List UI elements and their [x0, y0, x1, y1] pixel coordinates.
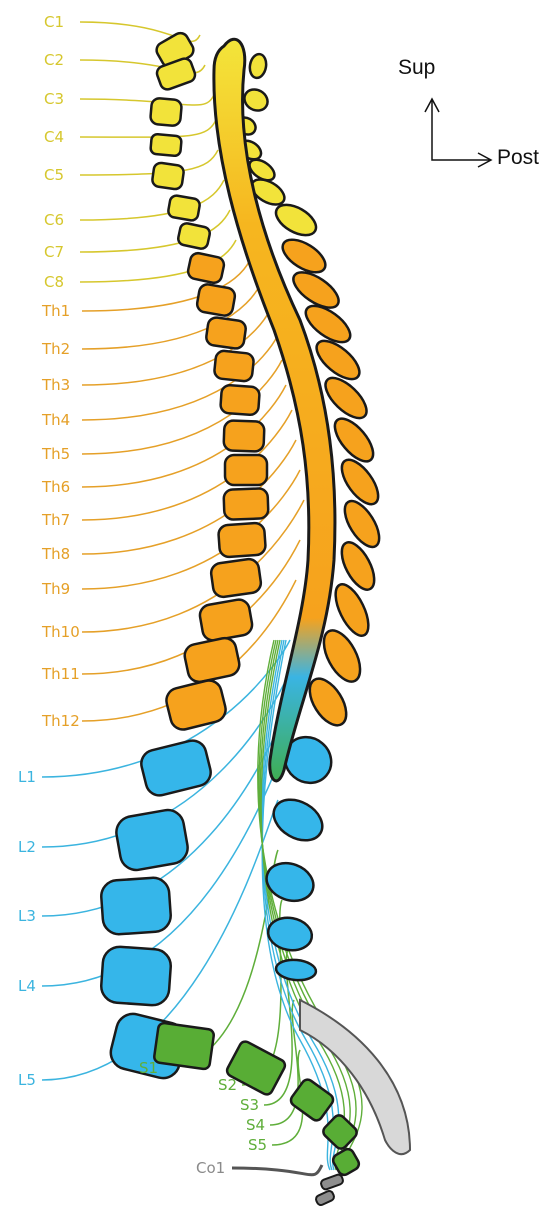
segment-label-c5: C5: [44, 167, 64, 183]
segment-label-s3: S3: [240, 1097, 259, 1113]
segment-label-th5: Th5: [42, 446, 70, 462]
coccygeal-segment: [315, 1190, 336, 1207]
spinous-process: [335, 454, 385, 510]
vertebral-body: [220, 385, 260, 416]
segment-label-c6: C6: [44, 212, 64, 228]
sacral-segment: [289, 1077, 336, 1122]
vertebral-body: [210, 558, 262, 598]
segment-label-c3: C3: [44, 91, 64, 107]
segment-label-th1: Th1: [42, 303, 70, 319]
vertebral-body: [198, 598, 253, 642]
vertebral-body: [167, 195, 200, 222]
segment-label-s4: S4: [246, 1117, 265, 1133]
superior-label: Sup: [398, 56, 435, 80]
segment-label-th11: Th11: [42, 666, 80, 682]
leader-th9: [82, 470, 300, 589]
vertebral-body: [183, 636, 242, 684]
segment-label-s1: S1: [139, 1060, 158, 1076]
vertebral-body: [205, 316, 247, 349]
vertebral-body: [218, 522, 266, 557]
segment-label-th4: Th4: [42, 412, 70, 428]
vertebral-body: [100, 946, 172, 1007]
spinous-process: [328, 412, 380, 467]
spinous-process: [241, 85, 272, 114]
segment-label-th8: Th8: [42, 546, 70, 562]
segment-label-th7: Th7: [42, 512, 70, 528]
sacral-segment: [331, 1147, 361, 1177]
vertebral-body: [223, 488, 268, 520]
segment-label-th12: Th12: [42, 713, 80, 729]
sacral-segment: [153, 1022, 214, 1069]
posterior-label: Post: [497, 146, 539, 170]
segment-label-c1: C1: [44, 14, 64, 30]
leader-c6: [80, 180, 224, 220]
vertebral-body: [187, 252, 226, 285]
spinous-process: [248, 53, 268, 79]
leader-c5: [80, 150, 218, 175]
leader-c4: [80, 120, 216, 137]
segment-label-l1: L1: [18, 769, 36, 785]
segment-label-th9: Th9: [42, 581, 70, 597]
sacrum-coccyx: [153, 1000, 410, 1206]
segment-label-c2: C2: [44, 52, 64, 68]
sacral-segment: [321, 1113, 359, 1151]
vertebral-body: [150, 98, 182, 127]
segment-label-l5: L5: [18, 1072, 36, 1088]
segment-label-c7: C7: [44, 244, 64, 260]
vertebral-body: [151, 162, 184, 190]
vertebral-body: [150, 134, 182, 157]
leader-c3: [80, 95, 214, 105]
segment-label-th2: Th2: [42, 341, 70, 357]
segment-label-l4: L4: [18, 978, 36, 994]
segment-label-c4: C4: [44, 129, 64, 145]
orientation-axes: [425, 99, 491, 167]
vertebral-body: [138, 738, 213, 799]
segment-label-l2: L2: [18, 839, 36, 855]
segment-label-co1: Co1: [196, 1160, 225, 1176]
segment-label-c8: C8: [44, 274, 64, 290]
vertebral-body: [177, 222, 211, 250]
vertebral-body: [164, 678, 228, 732]
segment-label-s5: S5: [248, 1137, 267, 1153]
segment-label-th10: Th10: [42, 624, 80, 640]
vertebral-body: [214, 350, 255, 382]
segment-label-s2: S2: [218, 1077, 237, 1093]
axis-lines: [432, 100, 490, 160]
leader-th10: [82, 500, 304, 632]
leader-co1: [232, 1165, 322, 1175]
vertebral-body: [100, 877, 172, 936]
vertebral-body: [196, 283, 236, 317]
vertebral-body: [223, 420, 264, 451]
spinous-process: [266, 791, 329, 848]
vertebral-body: [114, 808, 190, 873]
segment-label-l3: L3: [18, 908, 36, 924]
segment-label-th3: Th3: [42, 377, 70, 393]
segment-label-th6: Th6: [42, 479, 70, 495]
coccygeal-segment: [320, 1174, 344, 1191]
vertebral-body: [225, 455, 267, 485]
